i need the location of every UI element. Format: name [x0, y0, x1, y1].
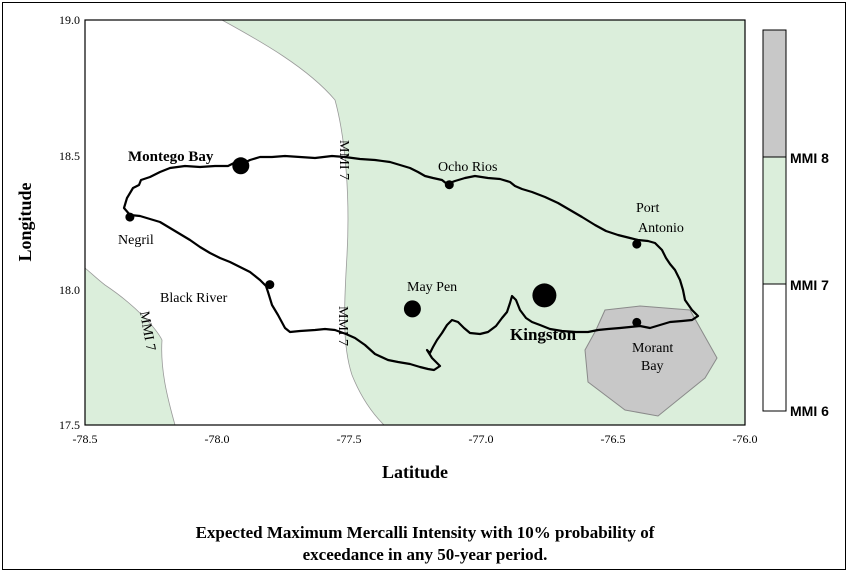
- x-tick-label: -77.0: [469, 432, 494, 446]
- place-marker-kingston: [532, 283, 557, 308]
- place-marker-port-antonio: [632, 239, 642, 249]
- place-marker-may-pen: [403, 300, 421, 318]
- y-tick-label: 19.0: [59, 13, 80, 27]
- y-tick-label: 18.0: [59, 283, 80, 297]
- x-tick-label: -76.0: [733, 432, 758, 446]
- place-marker-ocho-rios: [444, 180, 454, 190]
- map-figure: Montego Bay Negril Black River Ocho Rios…: [15, 13, 829, 482]
- jamaica-coastline: [122, 154, 700, 372]
- legend-label-mmi-6: MMI 6: [790, 403, 829, 419]
- place-marker-morant-bay: [632, 317, 642, 327]
- x-axis-ticks: -78.5 -78.0 -77.5 -77.0 -76.5 -76.0: [73, 432, 758, 446]
- label-may-pen: May Pen: [407, 280, 457, 295]
- label-ocho-rios: Ocho Rios: [438, 160, 498, 175]
- zone-mmi-8: [584, 305, 718, 417]
- x-tick-label: -78.0: [205, 432, 230, 446]
- legend-label-mmi-8: MMI 8: [790, 150, 829, 166]
- y-axis-title: Longitude: [15, 182, 35, 261]
- label-black-river: Black River: [160, 291, 228, 306]
- contour-label-mmi7-south: MMI 7: [335, 306, 350, 346]
- zone-mmi-6-7-west: [85, 20, 385, 425]
- place-markers: [125, 157, 642, 327]
- legend-label-mmi-7: MMI 7: [790, 277, 829, 293]
- place-marker-negril: [125, 212, 135, 222]
- label-morant-1: Morant: [632, 341, 673, 356]
- x-tick-label: -76.5: [601, 432, 626, 446]
- x-tick-label: -77.5: [337, 432, 362, 446]
- label-montego-bay: Montego Bay: [128, 149, 214, 165]
- legend: MMI 8 MMI 7 MMI 6: [762, 29, 829, 419]
- label-morant-2: Bay: [641, 359, 664, 374]
- y-tick-label: 18.5: [59, 149, 80, 163]
- y-tick-label: 17.5: [59, 418, 80, 432]
- contour-label-mmi7-north: MMI 7: [336, 140, 351, 180]
- map-border: [84, 19, 746, 426]
- figure-caption: Expected Maximum Mercalli Intensity with…: [0, 522, 850, 566]
- place-marker-montego-bay: [232, 157, 250, 175]
- label-port-antonio-1: Port: [636, 201, 659, 216]
- y-axis-ticks: 19.0 18.5 18.0 17.5: [59, 13, 80, 432]
- map-plot-area: [85, 20, 745, 425]
- label-negril: Negril: [118, 233, 154, 248]
- legend-swatch-mmi-7: [762, 156, 787, 285]
- place-marker-black-river: [265, 280, 275, 290]
- x-tick-label: -78.5: [73, 432, 98, 446]
- x-axis-title: Latitude: [382, 462, 448, 482]
- caption-line-2: exceedance in any 50-year period.: [302, 545, 548, 564]
- contour-label-mmi7-west: MMI 7: [136, 310, 158, 352]
- label-port-antonio-2: Antonio: [638, 221, 684, 236]
- caption-line-1: Expected Maximum Mercalli Intensity with…: [195, 523, 655, 542]
- legend-swatch-mmi-8: [762, 29, 787, 158]
- legend-swatch-mmi-6: [762, 283, 787, 412]
- label-kingston: Kingston: [510, 325, 577, 344]
